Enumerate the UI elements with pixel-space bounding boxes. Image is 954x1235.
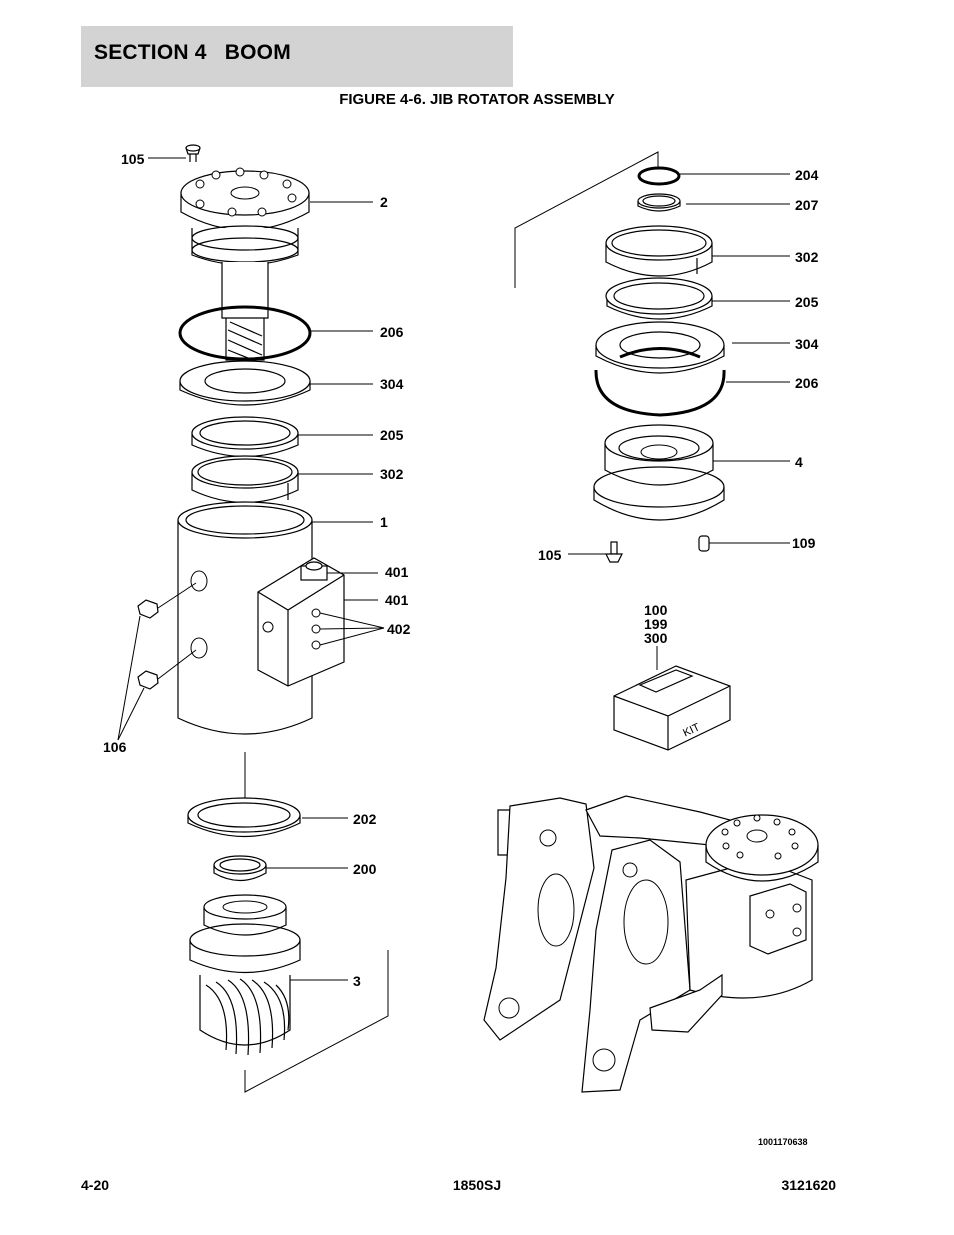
bolt-105-bottom (605, 541, 623, 563)
callout-205-right: 205 (795, 294, 819, 310)
bolt-105-top (185, 144, 201, 162)
part-302-bushing-right (605, 225, 713, 277)
drawing-number: 1001170638 (758, 1137, 808, 1147)
callout-202: 202 (353, 811, 377, 827)
part-206-o-ring-right (594, 347, 726, 417)
part-207-ring (637, 193, 681, 212)
part-4-bearing-housing (593, 424, 725, 521)
callout-kit-300: 300 (644, 630, 668, 646)
part-205-bearing-left (191, 416, 299, 458)
callout-1: 1 (380, 514, 388, 530)
part-106-plugs (137, 582, 197, 690)
part-109-pin (698, 535, 710, 552)
callout-206-right: 206 (795, 375, 819, 391)
figure-title: FIGURE 4-6. JIB ROTATOR ASSEMBLY (339, 91, 615, 108)
callout-401-a: 401 (385, 564, 409, 580)
group-bracket-left (244, 950, 389, 1093)
part-206-o-ring-left (178, 305, 312, 361)
callout-207: 207 (795, 197, 819, 213)
footer-page-number: 4-20 (81, 1177, 110, 1193)
section-title: SECTION 4 BOOM (94, 41, 291, 64)
part-1-housing (177, 501, 345, 735)
callout-kit-199: 199 (644, 616, 668, 632)
part-200-bearing (213, 855, 267, 882)
part-204-o-ring (637, 166, 681, 186)
callout-402: 402 (387, 621, 411, 637)
part-304-washer-left (179, 360, 311, 406)
callout-204: 204 (795, 167, 819, 183)
callout-2: 2 (380, 194, 388, 210)
part-202-seal (187, 797, 301, 837)
callout-200: 200 (353, 861, 377, 877)
footer-document-number: 3121620 (781, 1177, 836, 1193)
part-2-top-flange (180, 167, 310, 389)
part-304-washer-right (595, 321, 725, 374)
footer-model: 1850SJ (452, 1177, 502, 1193)
callout-304-left: 304 (380, 376, 404, 392)
callout-109: 109 (792, 535, 816, 551)
section-banner: SECTION 4 BOOM (81, 26, 513, 87)
callout-304-right: 304 (795, 336, 819, 352)
callout-3: 3 (353, 973, 361, 989)
part-302-bushing-left (191, 455, 299, 503)
leader-lines (117, 157, 790, 981)
callout-401-b: 401 (385, 592, 409, 608)
callout-105-bottom: 105 (538, 547, 562, 563)
callout-106: 106 (103, 739, 127, 755)
part-205-bearing-right (605, 277, 713, 320)
callout-kit-100: 100 (644, 602, 668, 618)
jib-assembly-drawing (483, 795, 819, 1093)
kit-box (613, 646, 731, 751)
callout-105-top: 105 (121, 151, 145, 167)
callout-302-left: 302 (380, 466, 404, 482)
callout-206-left: 206 (380, 324, 404, 340)
part-3-helical-gear (189, 894, 301, 1056)
callout-302-right: 302 (795, 249, 819, 265)
callout-205-left: 205 (380, 427, 404, 443)
callout-4: 4 (795, 454, 803, 470)
group-bracket-right (514, 151, 659, 288)
